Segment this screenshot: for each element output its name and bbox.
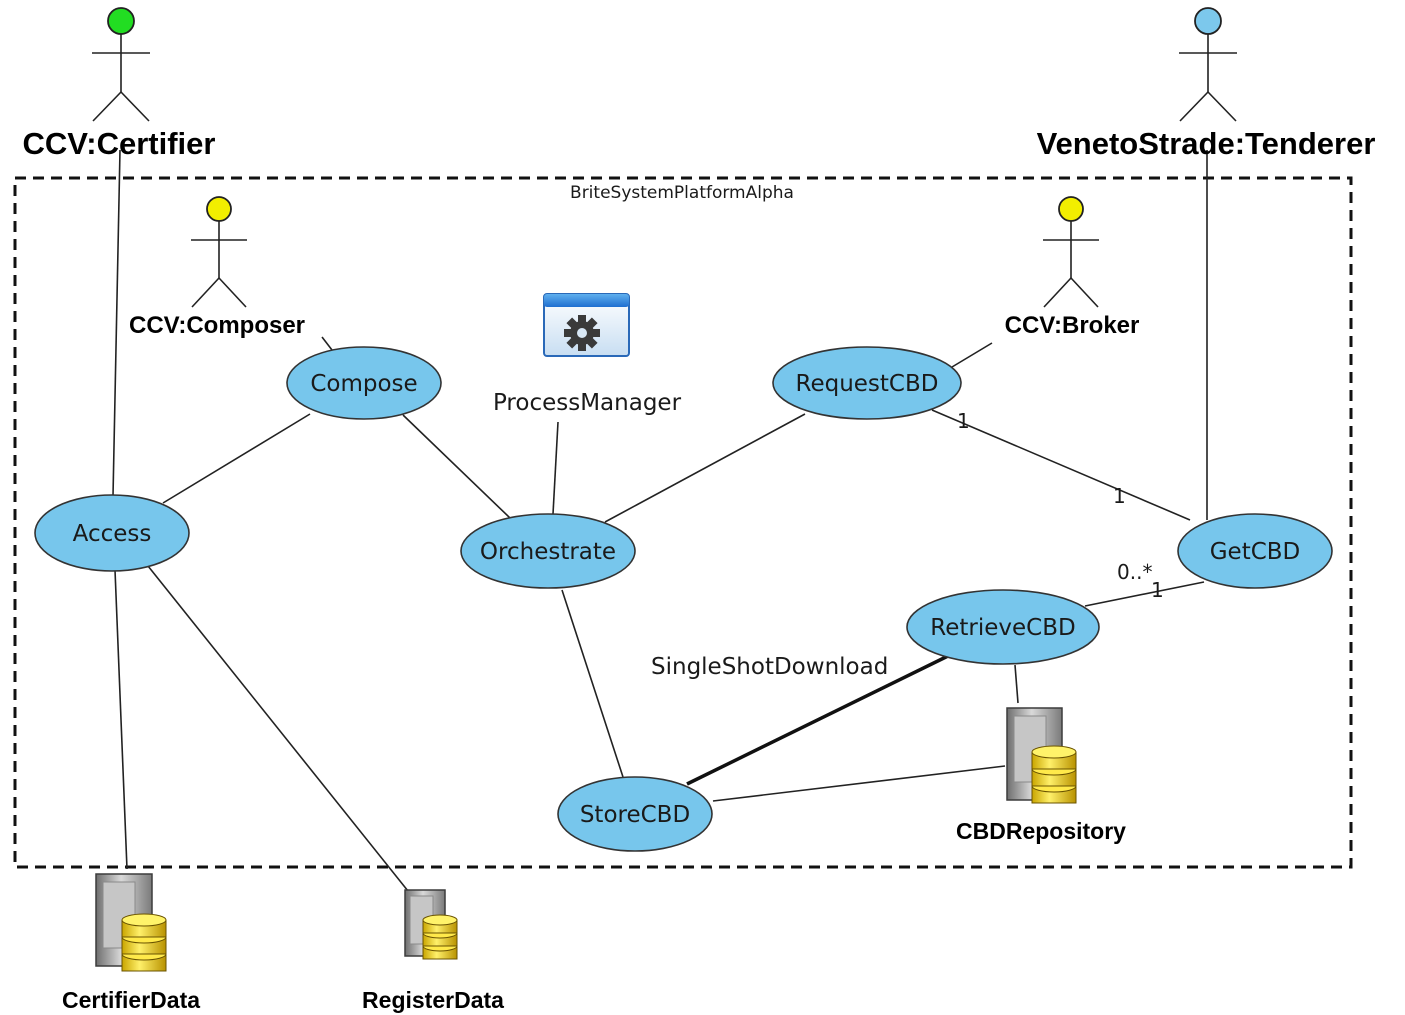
assoc-retrievecbd-repository[interactable] xyxy=(1014,664,1019,704)
database-label: CertifierData xyxy=(62,987,200,1013)
database-label: RegisterData xyxy=(362,987,504,1013)
usecase-label: StoreCBD xyxy=(580,802,690,828)
assoc-storecbd-repository[interactable] xyxy=(712,765,1006,802)
gear-window-icon xyxy=(543,293,630,357)
component-label: ProcessManager xyxy=(493,390,682,416)
usecase-getcbd[interactable]: GetCBD xyxy=(1177,513,1333,589)
assoc-access-certifierdata[interactable] xyxy=(114,569,128,870)
usecase-label: Access xyxy=(73,521,152,547)
usecase-compose[interactable]: Compose xyxy=(286,346,442,420)
stick-figure-icon xyxy=(1179,34,1237,122)
actor-label: CCV:Certifier xyxy=(23,126,216,161)
actor-composer[interactable]: CCV:Composer xyxy=(129,196,305,339)
association-label-singleshotdownload: SingleShotDownload xyxy=(651,654,888,680)
actor-label: VenetoStrade:Tenderer xyxy=(1037,126,1376,161)
database-certifierdata[interactable]: CertifierData xyxy=(62,873,200,1013)
usecase-storecbd[interactable]: StoreCBD xyxy=(557,776,713,852)
usecase-label: RetrieveCBD xyxy=(930,615,1075,641)
actor-head xyxy=(206,196,232,222)
mult-getcbd-target: 1 xyxy=(1151,578,1164,602)
actor-head xyxy=(1194,7,1222,35)
actor-head xyxy=(1058,196,1084,222)
usecase-label: Orchestrate xyxy=(480,539,616,565)
mult-requestcbd-source: 1 xyxy=(957,409,970,433)
assoc-compose-access[interactable] xyxy=(162,413,311,504)
mult-requestcbd-target: 1 xyxy=(1113,484,1126,508)
component-process-manager[interactable]: ProcessManager xyxy=(493,293,682,416)
database-cbdrepository[interactable]: CBDRepository xyxy=(956,707,1126,844)
assoc-retrievecbd-getcbd[interactable] xyxy=(1084,581,1205,607)
system-boundary xyxy=(13,176,1353,869)
assoc-orchestrate-requestcbd[interactable] xyxy=(604,413,806,523)
database-server-icon xyxy=(1006,707,1077,804)
assoc-composer-compose[interactable] xyxy=(321,336,333,351)
usecase-access[interactable]: Access xyxy=(34,494,190,572)
assoc-certifier-access[interactable] xyxy=(112,149,121,497)
assoc-access-registerdata[interactable] xyxy=(147,565,413,897)
actor-head xyxy=(107,7,135,35)
assoc-broker-requestcbd[interactable] xyxy=(951,342,993,368)
actor-tenderer[interactable]: VenetoStrade:Tenderer xyxy=(1037,7,1376,161)
usecase-label: RequestCBD xyxy=(796,371,939,397)
association-lines xyxy=(112,149,1208,897)
stick-figure-icon xyxy=(92,34,150,122)
assoc-compose-orchestrate[interactable] xyxy=(402,414,511,519)
usecase-label: Compose xyxy=(310,371,417,397)
database-label: CBDRepository xyxy=(956,818,1126,844)
system-name: BriteSystemPlatformAlpha xyxy=(570,183,794,203)
database-server-icon xyxy=(95,873,167,972)
assoc-processmanager-orchestrate[interactable] xyxy=(552,421,559,515)
assoc-singleshotdownload[interactable] xyxy=(686,654,949,786)
actor-broker[interactable]: CCV:Broker xyxy=(1005,196,1140,339)
usecase-retrievecbd[interactable]: RetrieveCBD xyxy=(906,589,1100,665)
database-registerdata[interactable]: RegisterData xyxy=(362,889,504,1013)
stick-figure-icon xyxy=(1043,221,1099,308)
actor-certifier[interactable]: CCV:Certifier xyxy=(23,7,216,161)
stick-figure-icon xyxy=(191,221,247,308)
usecase-orchestrate[interactable]: Orchestrate xyxy=(460,513,636,589)
usecase-label: GetCBD xyxy=(1210,539,1301,565)
actor-label: CCV:Broker xyxy=(1005,312,1140,339)
usecase-requestcbd[interactable]: RequestCBD xyxy=(772,346,962,420)
actor-label: CCV:Composer xyxy=(129,312,305,339)
mult-getcbd-source: 0..* xyxy=(1117,560,1152,584)
assoc-requestcbd-getcbd[interactable] xyxy=(931,409,1191,521)
assoc-orchestrate-storecbd[interactable] xyxy=(561,589,624,778)
database-server-icon xyxy=(404,889,458,960)
